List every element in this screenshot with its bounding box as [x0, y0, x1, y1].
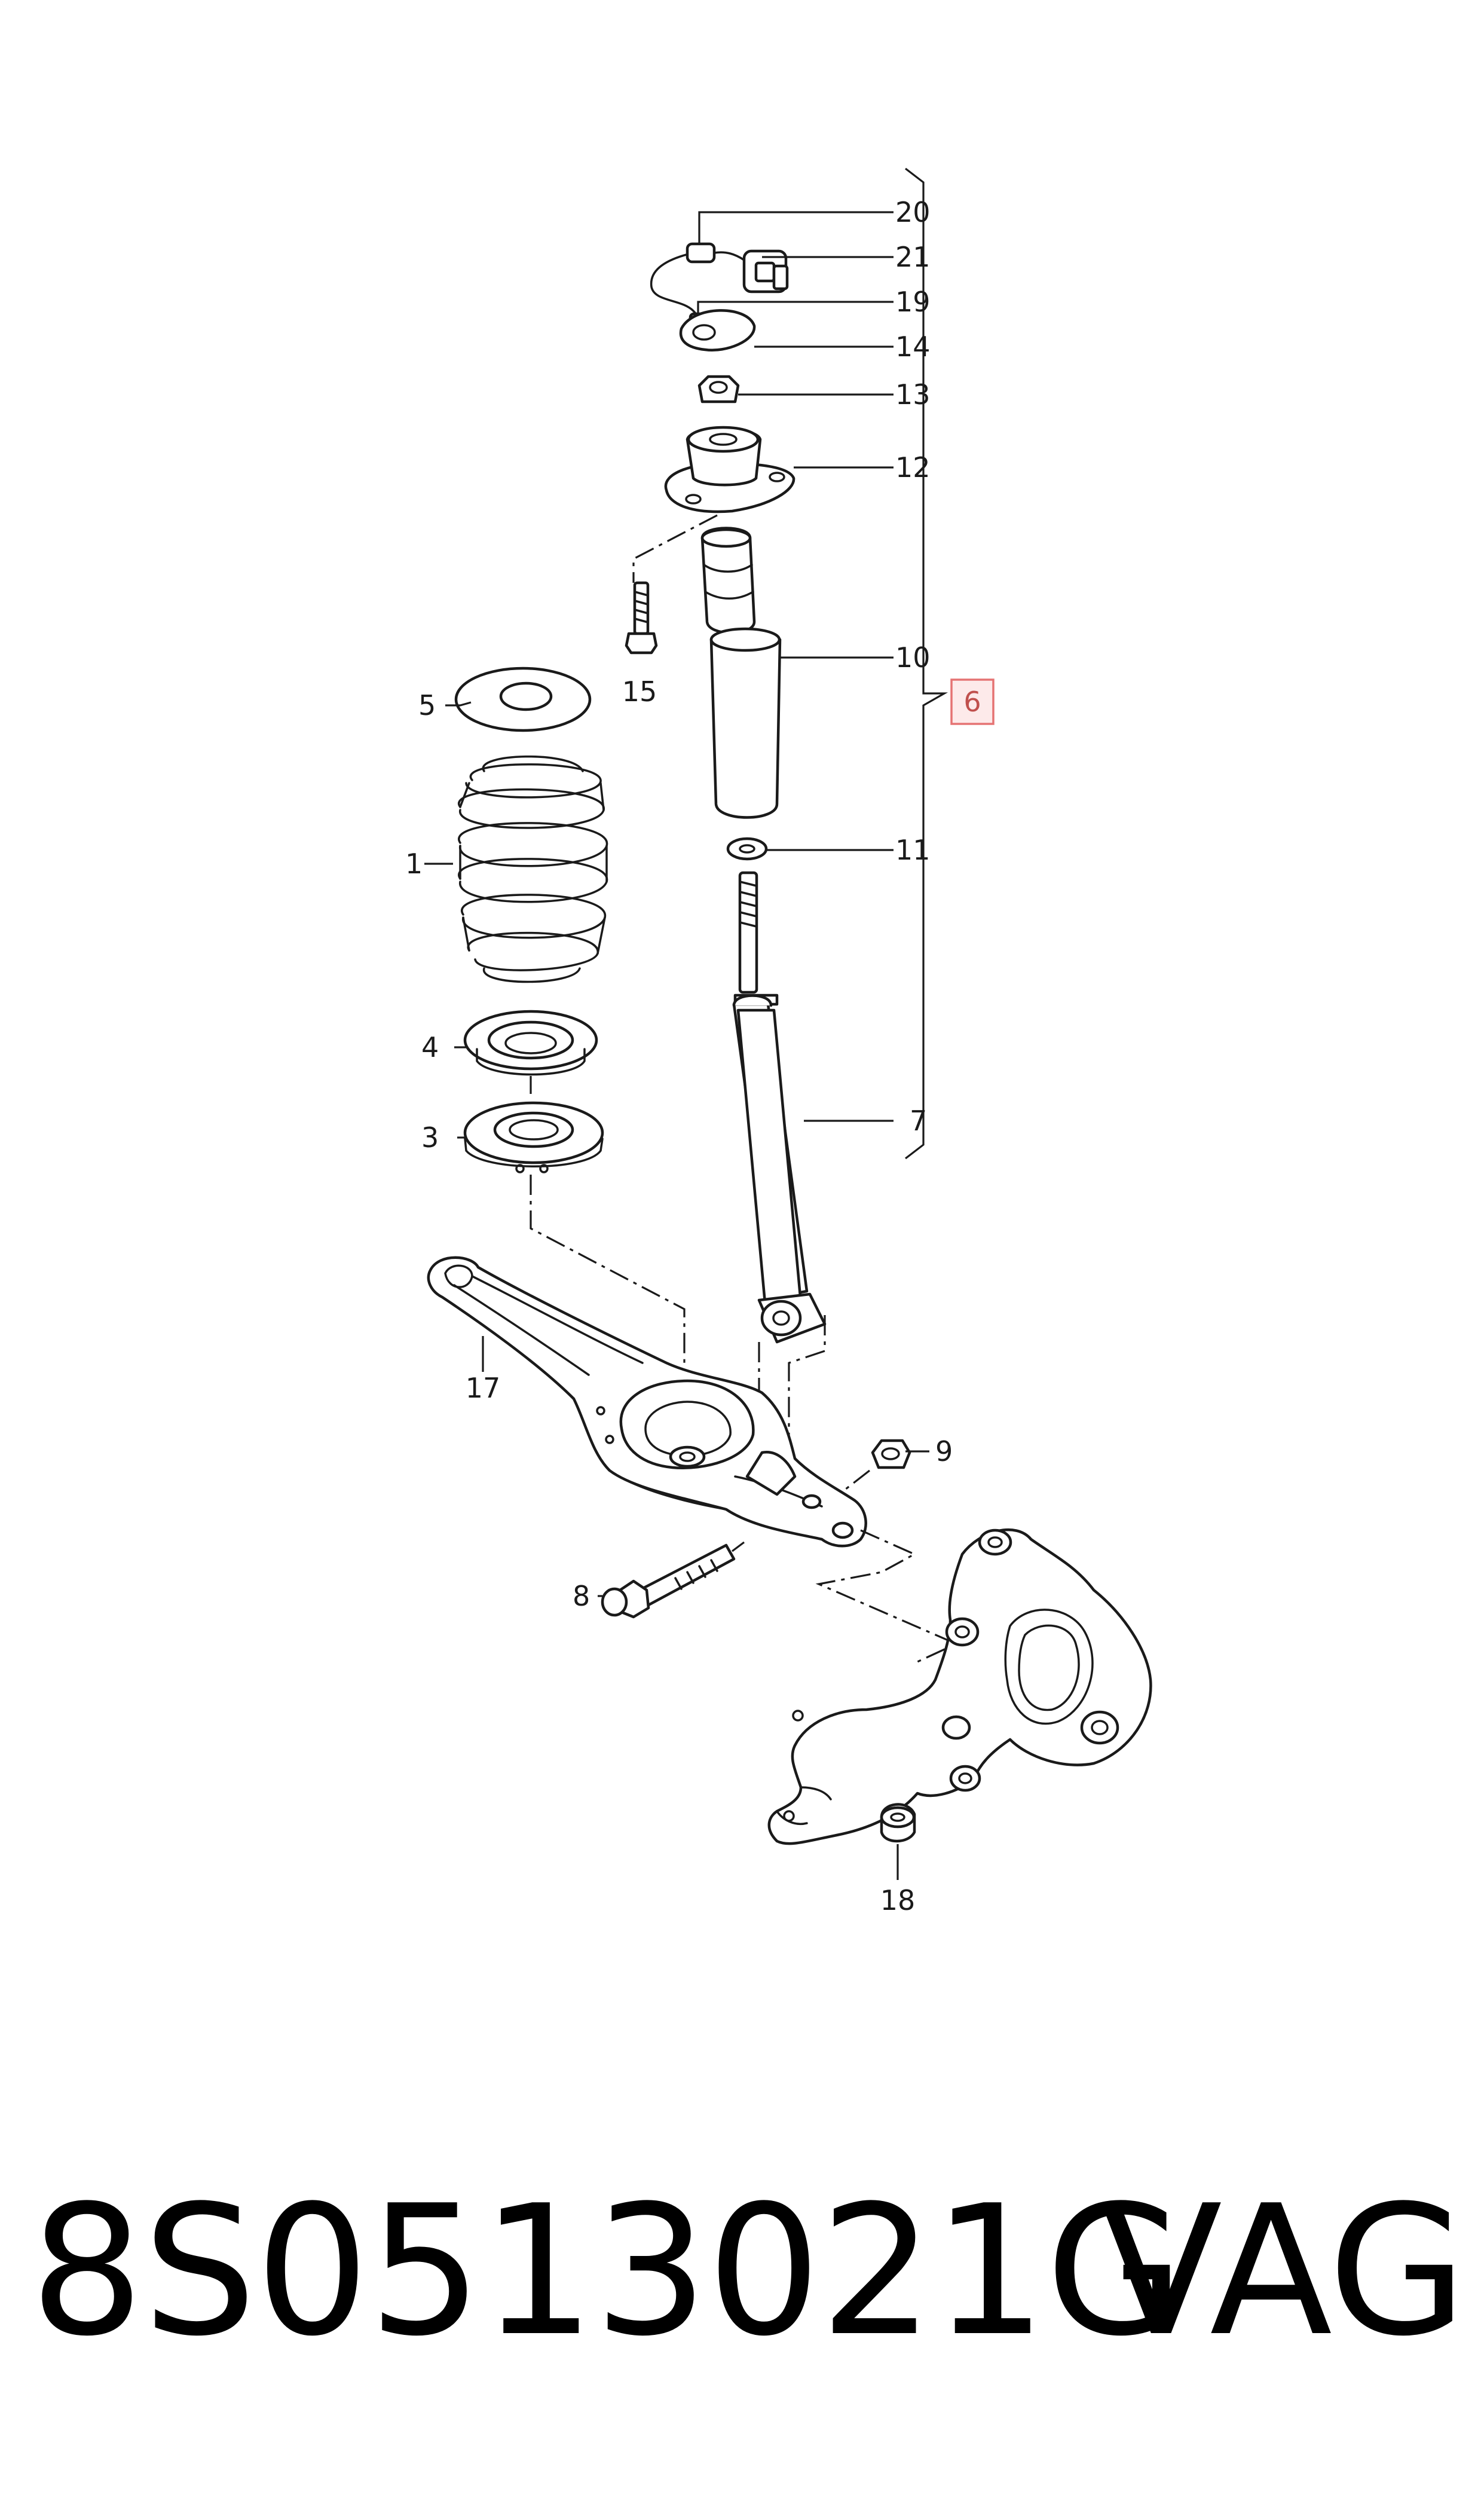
exploded-parts-diagram: 20 21 19 14 13 12 10 11 7 9 15 5 1 4 3 1… — [405, 167, 1152, 1916]
callout-12: 12 — [895, 451, 931, 484]
spring-pad — [463, 1010, 598, 1076]
cap — [679, 309, 756, 352]
bump-stop — [700, 527, 756, 634]
callout-18: 18 — [880, 1884, 916, 1916]
brand-name: VAG — [1100, 2167, 1467, 2376]
strut-mount — [664, 426, 795, 513]
callout-1: 1 — [405, 848, 423, 880]
mount-bolt — [625, 581, 658, 655]
assembly-6-highlight[interactable]: 6 — [950, 678, 995, 725]
callout-21: 21 — [895, 241, 931, 273]
callout-13: 13 — [895, 378, 931, 411]
upper-spring-seat — [454, 667, 592, 732]
highlight-box — [950, 678, 995, 725]
leader-lines — [424, 211, 929, 1880]
callout-11: 11 — [895, 834, 931, 866]
callout-20: 20 — [895, 196, 931, 228]
callout-14: 14 — [895, 331, 931, 363]
callout-19: 19 — [895, 286, 931, 318]
callout-10: 10 — [895, 641, 931, 674]
callout-9: 9 — [935, 1435, 953, 1468]
arm-bolt — [601, 1543, 736, 1619]
callout-5: 5 — [418, 689, 436, 722]
wheel-knuckle — [767, 1528, 1152, 1845]
coil-spring — [458, 755, 608, 983]
dust-boot — [709, 627, 782, 819]
footer: 8S0513021G VAG — [0, 2146, 1484, 2397]
shock-absorber — [732, 871, 827, 1344]
callout-3: 3 — [421, 1121, 439, 1154]
callout-4: 4 — [421, 1031, 439, 1063]
callout-7: 7 — [910, 1105, 927, 1137]
part-number: 8S0513021G — [30, 2167, 1185, 2376]
lower-control-arm — [427, 1256, 867, 1548]
callout-8: 8 — [573, 1580, 590, 1612]
assembly-bracket — [905, 167, 948, 1160]
callout-17: 17 — [466, 1372, 501, 1404]
callout-15: 15 — [622, 675, 657, 708]
arm-nut — [871, 1439, 911, 1469]
lower-spring-seat — [463, 1101, 604, 1173]
nut — [697, 375, 740, 403]
washer — [726, 837, 768, 861]
callout-6: 6 — [963, 686, 981, 718]
